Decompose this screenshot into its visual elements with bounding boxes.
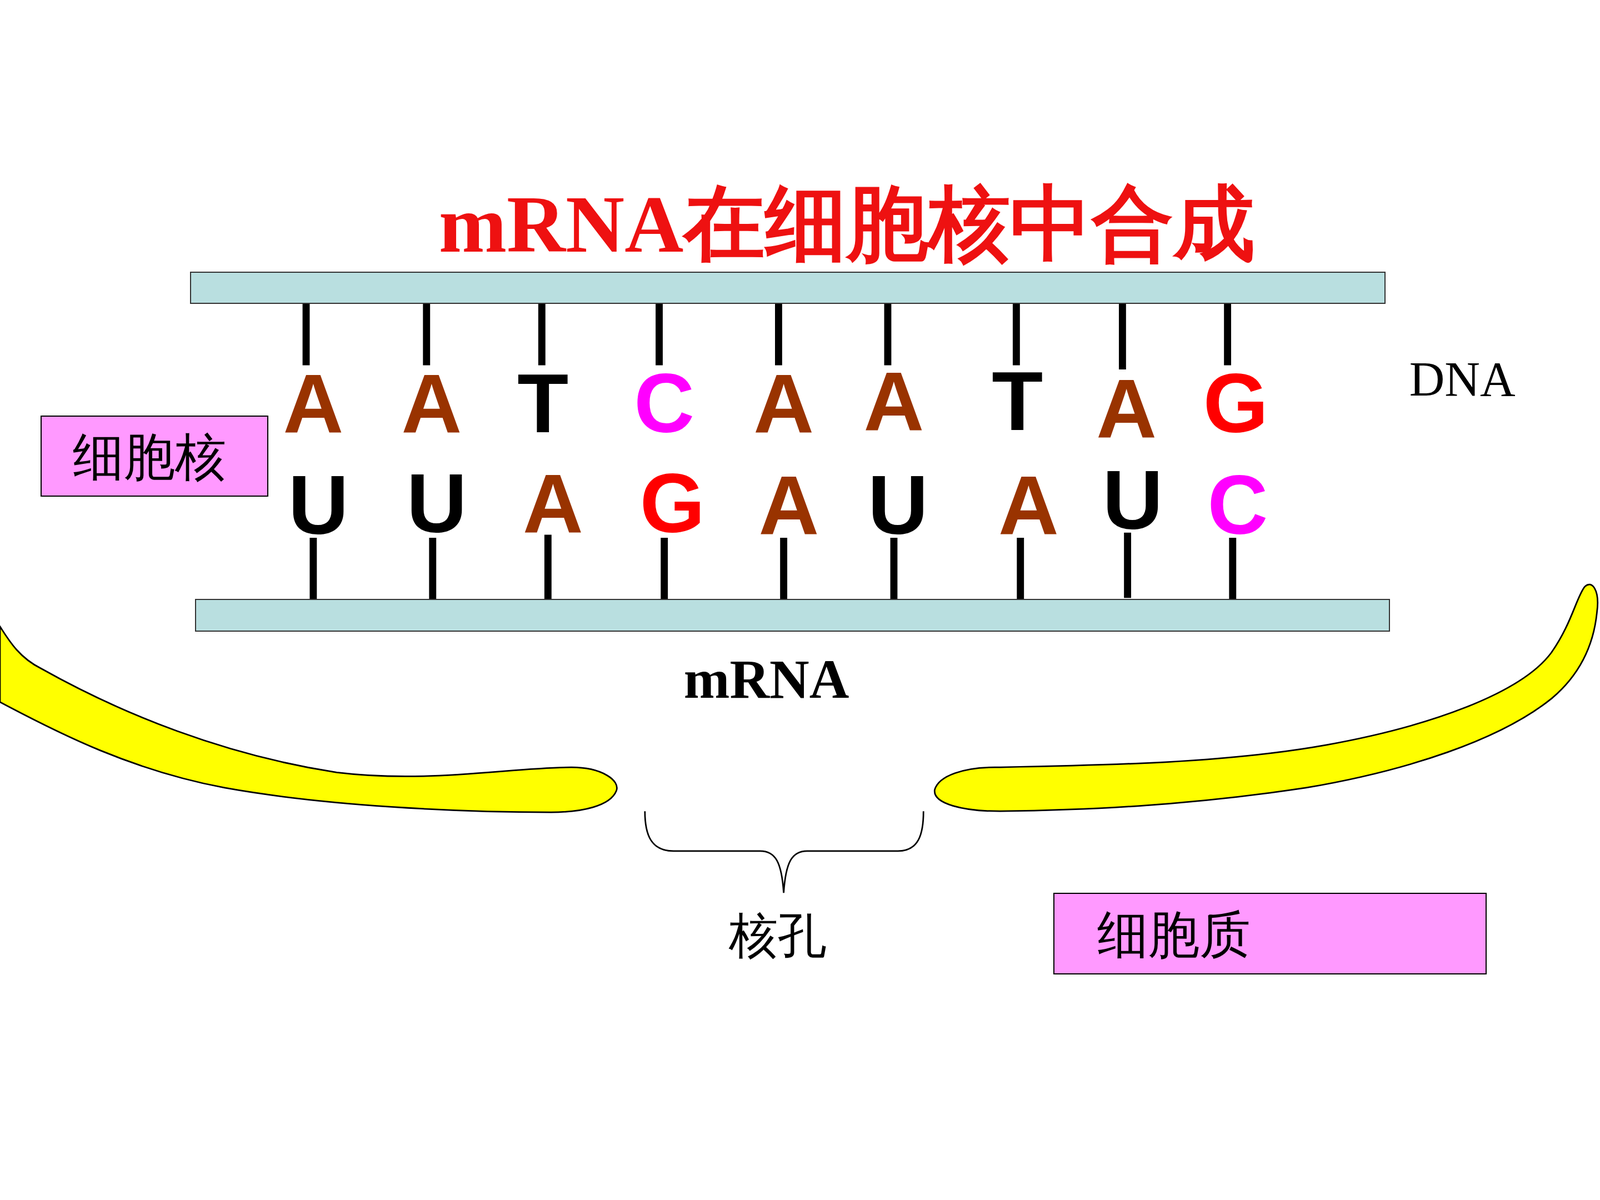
base-letter: A xyxy=(758,463,819,548)
pore-label: 核孔 xyxy=(728,911,827,960)
mrna-strand: mRNA xyxy=(195,598,1390,632)
base-letter: A xyxy=(282,361,344,445)
dna-tick xyxy=(302,302,310,366)
pore-bracket xyxy=(645,811,924,893)
mrna-tick xyxy=(428,537,437,603)
dna-tick xyxy=(538,302,546,366)
base-letter: A xyxy=(998,463,1059,548)
cytoplasm-box: 细胞质 xyxy=(1053,892,1488,975)
node-label: 细胞核 xyxy=(72,431,227,483)
base-letter: T xyxy=(517,361,569,445)
node-label: mRNA xyxy=(683,652,849,708)
dna-tick xyxy=(1223,302,1232,366)
base-letter: U xyxy=(1102,458,1163,543)
base-letter: T xyxy=(991,359,1043,444)
mrna-tick xyxy=(1123,532,1132,599)
base-letter: C xyxy=(633,361,695,445)
dna-tick xyxy=(1118,302,1127,370)
base-letter: G xyxy=(1203,361,1269,445)
dna-strand: DNA xyxy=(190,271,1387,305)
base-letter: A xyxy=(522,461,584,545)
title: mRNA在细胞核中合成 xyxy=(438,183,1256,266)
base-letter: A xyxy=(753,361,814,445)
base-letter: A xyxy=(401,361,463,445)
dna-tick xyxy=(775,302,783,366)
mrna-tick xyxy=(309,537,317,603)
base-letter: U xyxy=(288,463,349,548)
base-pair-ticks xyxy=(306,302,1233,603)
base-letter: A xyxy=(1096,366,1157,450)
dna-tick xyxy=(655,302,663,366)
nucleus-box: 细胞核 xyxy=(40,415,269,498)
mrna-tick xyxy=(660,537,668,603)
base-letter: A xyxy=(863,359,925,444)
base-letter: U xyxy=(406,461,468,545)
dna-tick xyxy=(422,302,430,366)
base-letter: C xyxy=(1207,463,1269,548)
mrna-tick xyxy=(1016,537,1024,603)
mrna-tick xyxy=(1228,537,1237,603)
node-label: 细胞质 xyxy=(1097,909,1251,961)
node-label: DNA xyxy=(1409,354,1516,404)
nuclear-envelope xyxy=(0,626,617,813)
base-letter: G xyxy=(640,461,705,545)
dna-tick xyxy=(1012,302,1020,366)
mrna-tick xyxy=(780,537,788,603)
base-letter: U xyxy=(867,463,929,548)
mrna-tick xyxy=(890,537,898,603)
dna-tick xyxy=(884,302,892,366)
